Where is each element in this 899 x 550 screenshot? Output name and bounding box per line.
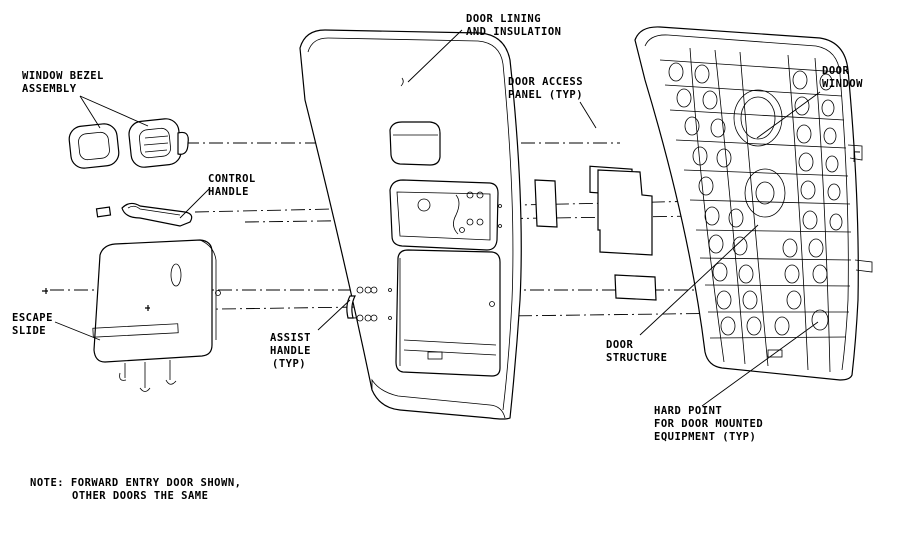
leader-lines xyxy=(54,29,821,407)
door-lining xyxy=(299,29,522,420)
label-door-access-line2: PANEL (TYP) xyxy=(508,89,583,101)
door-structure xyxy=(634,26,873,381)
label-door-lining-line2: AND INSULATION xyxy=(466,26,562,38)
callout-labels: WINDOW BEZEL ASSEMBLY CONTROL HANDLE ESC… xyxy=(12,13,863,502)
escape-slide xyxy=(42,239,221,392)
label-window-bezel-line1: WINDOW BEZEL xyxy=(22,70,104,82)
control-handle xyxy=(95,202,193,227)
label-door-lining-line1: DOOR LINING xyxy=(466,13,541,25)
label-hard-point-line3: EQUIPMENT (TYP) xyxy=(654,431,756,443)
label-control-handle-line1: CONTROL xyxy=(208,173,256,185)
label-hard-point-line2: FOR DOOR MOUNTED xyxy=(654,418,763,430)
label-window-bezel-line2: ASSEMBLY xyxy=(22,83,77,95)
label-assist-handle-line2: HANDLE xyxy=(270,345,311,357)
door-access-panels xyxy=(534,165,657,301)
note-line1: NOTE: FORWARD ENTRY DOOR SHOWN, xyxy=(30,477,241,489)
window-bezel-assembly xyxy=(68,118,189,169)
label-escape-slide-line2: SLIDE xyxy=(12,325,46,337)
label-door-window-line2: WINDOW xyxy=(822,78,863,90)
label-hard-point-line1: HARD POINT xyxy=(654,405,722,417)
label-assist-handle-line3: (TYP) xyxy=(272,358,306,370)
label-door-structure-line1: DOOR xyxy=(606,339,633,351)
label-door-window-line1: DOOR xyxy=(822,65,849,77)
label-door-structure-line2: STRUCTURE xyxy=(606,352,667,364)
label-door-access-line1: DOOR ACCESS xyxy=(508,76,583,88)
lightening-holes xyxy=(668,62,843,336)
note-line2: OTHER DOORS THE SAME xyxy=(72,490,208,502)
label-assist-handle-line1: ASSIST xyxy=(270,332,311,344)
label-escape-slide-line1: ESCAPE xyxy=(12,312,53,324)
label-control-handle-line2: HANDLE xyxy=(208,186,249,198)
